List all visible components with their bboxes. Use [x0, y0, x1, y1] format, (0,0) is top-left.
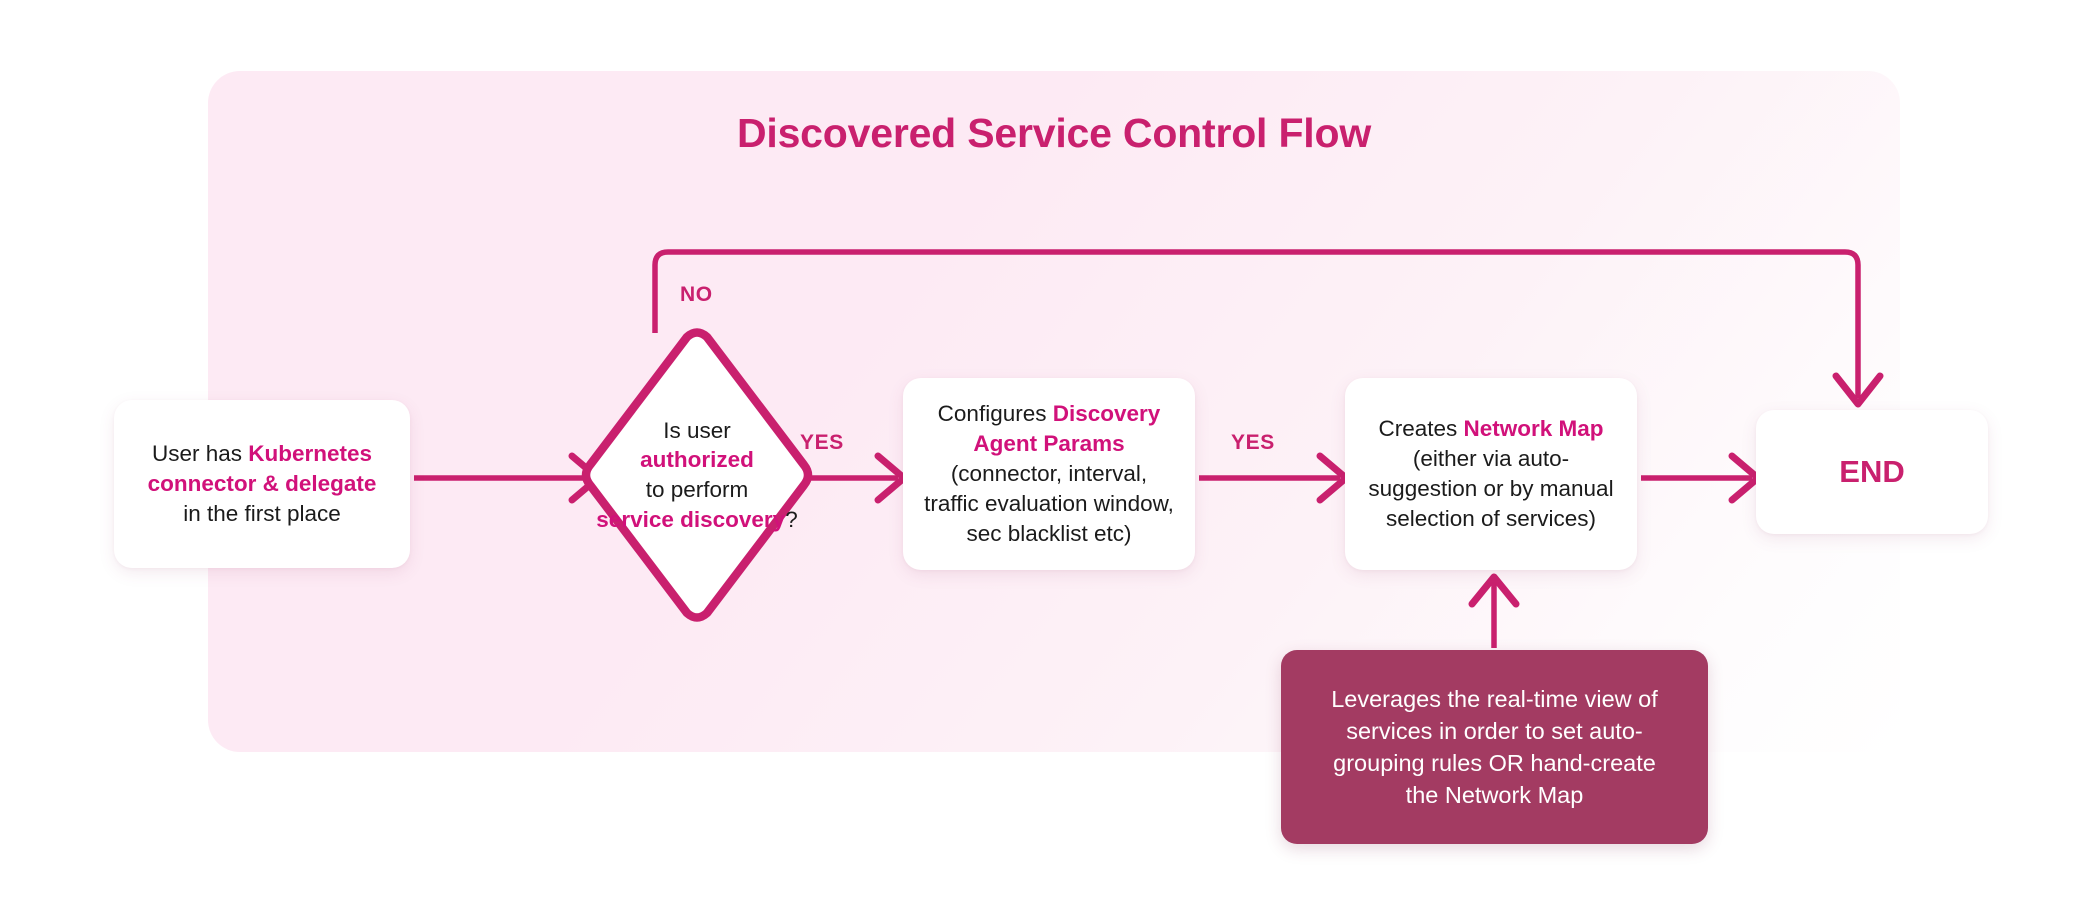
configure-line4: traffic evaluation window, — [924, 490, 1174, 516]
note-callout[interactable]: Leverages the real-time view of services… — [1281, 650, 1708, 844]
map-line2: (either via auto- — [1412, 446, 1570, 472]
diagram-title: Discovered Service Control Flow — [736, 110, 1372, 156]
start-node-line1-highlight: Kubernetes — [248, 441, 373, 467]
end-node[interactable]: END — [1756, 410, 1988, 534]
note-line1: Leverages the real-time view of — [1331, 685, 1658, 712]
edge-label-yes-2: YES — [1231, 431, 1275, 454]
network-map-node-text: Creates Network Map (either via auto- su… — [1368, 414, 1613, 534]
start-node-line1-plain: User has — [151, 441, 249, 467]
note-line4: the Network Map — [1405, 782, 1584, 809]
note-callout-text: Leverages the real-time view of services… — [1331, 683, 1658, 812]
map-line1-highlight: Network Map — [1463, 416, 1604, 442]
network-map-node[interactable]: Creates Network Map (either via auto- su… — [1345, 378, 1637, 570]
decision-diamond-shape — [581, 328, 813, 622]
edge-label-yes-1: YES — [800, 431, 844, 454]
configure-node[interactable]: Configures Discovery Agent Params (conne… — [903, 378, 1195, 570]
decision-node[interactable]: Is user authorized to perform service di… — [578, 325, 816, 625]
configure-line1-plain: Configures — [937, 401, 1053, 427]
configure-line3: (connector, interval, — [950, 461, 1148, 487]
end-node-label: END — [1839, 454, 1905, 490]
edge-label-no: NO — [680, 283, 713, 306]
note-line3: grouping rules OR hand-create — [1333, 750, 1656, 776]
configure-node-text: Configures Discovery Agent Params (conne… — [924, 399, 1174, 549]
map-line1-plain: Creates — [1378, 416, 1464, 442]
note-line2: services in order to set auto- — [1346, 717, 1643, 744]
start-node-line3: in the first place — [183, 500, 341, 526]
map-line4: selection of services) — [1385, 505, 1597, 531]
configure-line2-highlight: Agent Params — [973, 431, 1125, 457]
start-node-text: User has Kubernetes connector & delegate… — [148, 439, 377, 529]
map-line3: suggestion or by manual — [1368, 476, 1614, 501]
start-node-line2-highlight: connector & delegate — [147, 471, 377, 497]
start-node[interactable]: User has Kubernetes connector & delegate… — [114, 400, 410, 568]
configure-line1-highlight: Discovery — [1052, 401, 1161, 427]
configure-line5: sec blacklist etc) — [966, 520, 1132, 546]
